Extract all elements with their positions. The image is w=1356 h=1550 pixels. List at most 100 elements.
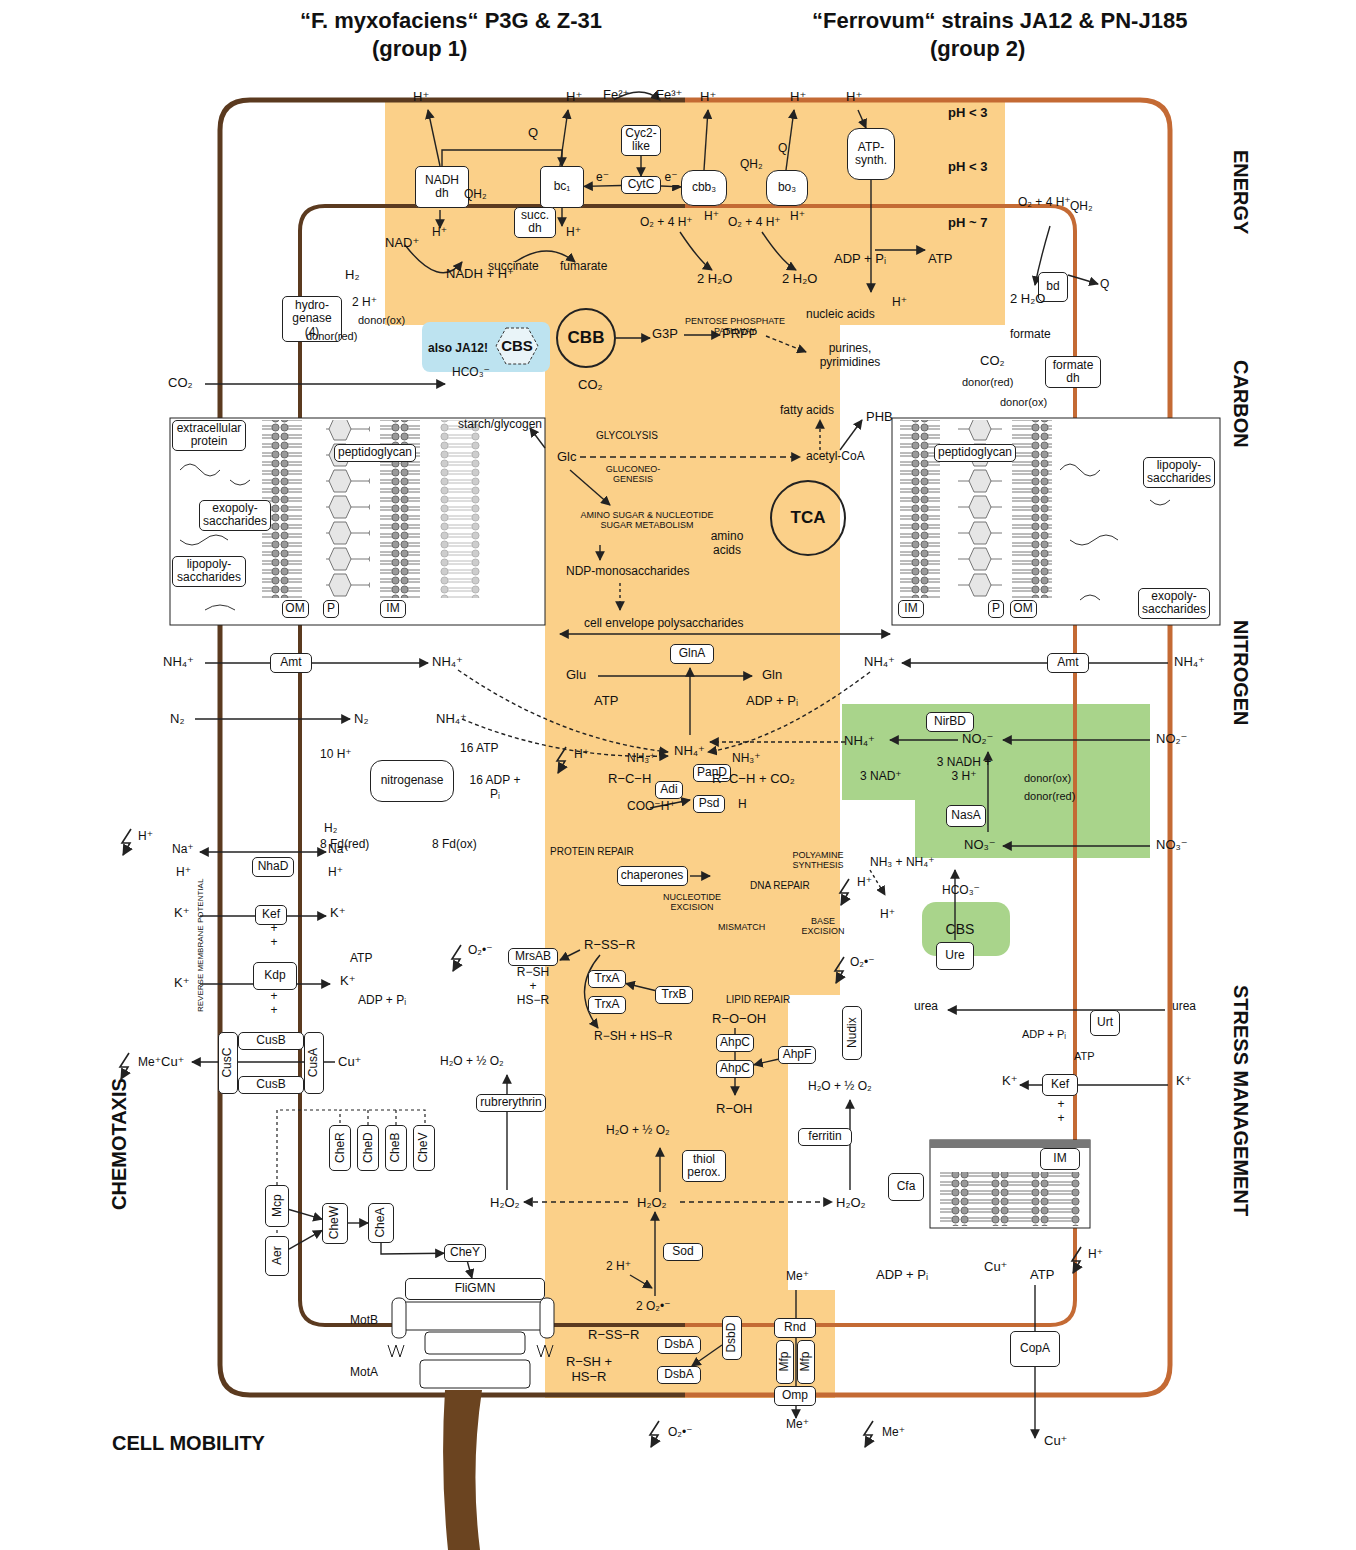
- protein-box: Omp: [774, 1386, 816, 1406]
- text-label: starch/glycogen: [458, 418, 542, 432]
- text-label: NO₃⁻: [964, 838, 996, 853]
- text-label: BASE EXCISION: [796, 916, 850, 937]
- node-text: CheB: [389, 1133, 402, 1163]
- protein-box: TrxA: [588, 970, 626, 988]
- text-label: ADP + Pᵢ: [1022, 1028, 1066, 1041]
- text-label: O₂•⁻: [468, 944, 493, 958]
- text-label: H⁺: [880, 908, 895, 922]
- text-label: Me⁺: [786, 1270, 809, 1284]
- text-label: ATP: [350, 952, 372, 966]
- text-label: QH₂: [1070, 200, 1093, 214]
- node-text: NirBD: [934, 715, 966, 728]
- node-text: Rnd: [784, 1321, 806, 1334]
- text-label: Cu⁺: [1044, 1434, 1067, 1449]
- node-text: ATP-synth.: [851, 141, 891, 167]
- node-text: exopoly-saccharides: [1142, 590, 1206, 616]
- text-label: R−OH: [716, 1102, 752, 1117]
- text-label: H⁺: [700, 90, 716, 105]
- text-label: pH < 3: [948, 160, 987, 175]
- node-text: Kef: [262, 908, 280, 921]
- text-label: H₂O₂: [637, 1196, 667, 1211]
- node-text: cbb₃: [692, 181, 716, 194]
- node-text: thiol perox.: [686, 1153, 722, 1179]
- node-text: Ure: [945, 949, 964, 962]
- node-text: Amt: [280, 656, 301, 669]
- node-text: CusA: [307, 1048, 320, 1077]
- protein-box: bc₁: [540, 166, 584, 208]
- edge-label: e⁻: [595, 171, 610, 185]
- node-text: CusB: [256, 1078, 285, 1091]
- node-text: Omp: [782, 1389, 808, 1402]
- text-label: Q: [1100, 278, 1109, 292]
- text-label: MotA: [350, 1366, 378, 1380]
- protein-box: Aer: [265, 1236, 289, 1276]
- node-text: bd: [1046, 280, 1059, 293]
- node-text: Kdp: [264, 969, 285, 982]
- text-label: H₂O₂: [836, 1196, 866, 1211]
- protein-box: rubrerythrin: [476, 1094, 546, 1112]
- text-label: R−SH + HS−R: [594, 1030, 672, 1044]
- text-label: K⁺: [1176, 1074, 1192, 1089]
- text-label: H⁺: [1088, 1248, 1103, 1262]
- protein-box: Cyc2-like: [621, 125, 661, 156]
- text-label: H₂: [324, 822, 337, 836]
- protein-box: AhpC: [716, 1060, 754, 1078]
- protein-box: peptidoglycan: [334, 444, 416, 462]
- protein-box: DsbD: [722, 1316, 742, 1360]
- text-label: R−SS−R: [584, 938, 635, 953]
- node-text: CusC: [221, 1048, 234, 1078]
- text-label: H⁺: [328, 866, 343, 880]
- text-label: donor(red): [306, 330, 357, 343]
- text-label: CO₂: [168, 376, 193, 391]
- text-label: H⁺: [704, 210, 719, 224]
- protein-box: thiol perox.: [682, 1150, 726, 1182]
- node-text: IM: [386, 602, 399, 615]
- text-label: CELL MOBILITY: [112, 1432, 265, 1455]
- node-text: TCA: [791, 509, 826, 528]
- text-label: ADP + Pᵢ: [876, 1268, 928, 1283]
- node-text: OM: [1013, 602, 1032, 615]
- node-text: Kef: [1051, 1078, 1069, 1091]
- text-label: 2 O₂•⁻: [636, 1300, 671, 1314]
- text-label: NH₄⁺: [163, 655, 194, 670]
- node-text: chaperones: [621, 869, 684, 882]
- protein-box: succ. dh: [514, 207, 556, 238]
- node-text: GlnA: [679, 647, 706, 660]
- text-label: Fe²⁺: [603, 88, 629, 103]
- protein-box: OM: [1010, 600, 1037, 618]
- protein-box: Psd: [693, 795, 725, 813]
- protein-box: Adi: [655, 781, 683, 799]
- text-label: O₂ + 4 H⁺: [728, 216, 781, 230]
- text-label: NDP-monosaccharides: [566, 565, 689, 579]
- protein-box: Mfp: [797, 1340, 815, 1384]
- text-label: + +: [270, 922, 278, 950]
- text-label: R−SH + HS−R: [558, 1355, 620, 1385]
- node-text: OM: [285, 602, 304, 615]
- protein-box: GlnA: [670, 644, 714, 664]
- node-text: P: [992, 602, 1000, 615]
- protein-box: Amt: [270, 653, 312, 673]
- text-label: donor(ox): [358, 314, 405, 327]
- connector: [381, 1243, 444, 1254]
- node-text: NhaD: [258, 860, 289, 873]
- protein-box: Sod: [663, 1243, 703, 1261]
- protein-box: CheD: [357, 1125, 379, 1171]
- text-label: cell envelope polysaccharides: [584, 617, 743, 631]
- node-text: DsbD: [725, 1323, 738, 1353]
- text-label: H⁺: [566, 226, 581, 240]
- hexagon-node: CBS: [495, 327, 539, 365]
- text-label: also JA12!: [428, 342, 488, 356]
- text-label: NH₄⁺: [674, 744, 705, 759]
- protein-box: exopoly-saccharides: [199, 500, 271, 531]
- protein-box: Nudix: [842, 1006, 862, 1060]
- pathway-cycle: CBB: [556, 308, 616, 368]
- node-text: CBB: [568, 329, 605, 348]
- text-label: NO₂⁻: [962, 732, 993, 747]
- text-label: urea: [1172, 1000, 1196, 1014]
- pathway-cycle: TCA: [770, 480, 846, 556]
- text-label: Cu⁺: [984, 1260, 1007, 1275]
- text-label: H⁺: [846, 90, 862, 105]
- text-label: purines, pyrimidines: [810, 342, 890, 370]
- node-text: CopA: [1020, 1342, 1050, 1355]
- text-label: PHB: [866, 410, 893, 425]
